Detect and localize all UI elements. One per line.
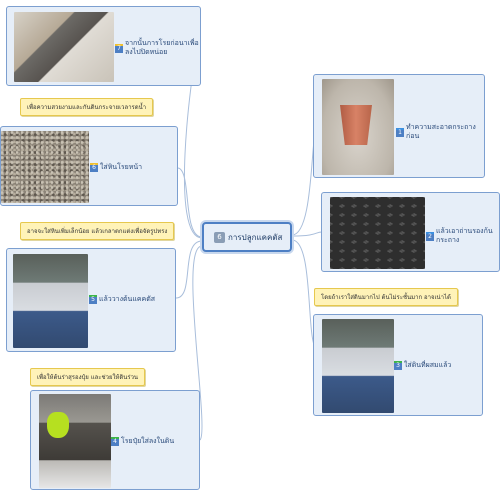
step-node-2[interactable]: 2 แล้วเอาถ่านรองก้นกระถาง: [321, 192, 500, 272]
step-node-1[interactable]: 1 ทำความสะอาดกระถางก่อน: [313, 74, 485, 178]
step-node-7[interactable]: 7 จากนั้นการโรยก่อนาเพื่อ ลงไปปิดหน่อย: [6, 6, 201, 86]
topic-label: การปลูกแคคตัส: [228, 232, 283, 242]
step-caption: 5 แล้ววางต้นแคคตัส: [89, 295, 175, 304]
step-label: จากนั้นการโรยก่อนาเพื่อ ลงไปปิดหน่อย: [125, 39, 199, 56]
step-number-badge: 4: [111, 437, 119, 446]
charcoal-photo: [330, 197, 425, 269]
step-label: แล้วเอาถ่านรองก้นกระถาง: [436, 227, 493, 244]
step-note: เพื่อให้ต้นร่าสุรองปุ๋ย และช่วยให้ดินร่ว…: [30, 368, 146, 386]
step-number-badge: 6: [90, 163, 98, 172]
step-number-badge: 1: [396, 127, 404, 137]
step-node-6[interactable]: 6 ใส่หินโรยหน้า: [0, 126, 178, 206]
topic-number: 6: [214, 231, 225, 243]
step-node-3[interactable]: 3 ใส่ดินที่ผสมแล้ว: [313, 314, 483, 416]
step-label: ใส่หินโรยหน้า: [100, 163, 143, 171]
green-can-photo: [39, 394, 111, 488]
step-node-4[interactable]: 4 โรยปุ๋ยใส่ลงในดิน: [30, 390, 200, 490]
step-number-badge: 2: [426, 231, 434, 241]
gravel-photo: [1, 131, 89, 203]
central-topic[interactable]: 6 การปลูกแคคตัส: [202, 222, 292, 252]
step-number-badge: 3: [394, 361, 402, 370]
step-caption: 3 ใส่ดินที่ผสมแล้ว: [394, 361, 482, 370]
step-caption: 1 ทำความสะอาดกระถางก่อน: [396, 123, 484, 141]
step-label: แล้ววางต้นแคคตัส: [99, 295, 156, 303]
step-note: เพื่อความสวยงามและกันดินกระจายเวลารดน้ำ: [20, 98, 154, 116]
step-node-5[interactable]: 5 แล้ววางต้นแคคตัส: [6, 248, 176, 352]
pink-pot-photo: [322, 79, 394, 175]
man-pouring-soil-photo: [322, 319, 394, 413]
step-note: โดยถ้าเราใส่ดินมากไป ต้นไม่ระชั้นมาก อาจ…: [314, 288, 458, 306]
man-planting-photo: [13, 254, 88, 348]
watering-can-icon: [47, 412, 69, 438]
hands-working-photo: [14, 12, 114, 82]
step-caption: 7 จากนั้นการโรยก่อนาเพื่อ ลงไปปิดหน่อย: [115, 39, 200, 57]
step-label: โรยปุ๋ยใส่ลงในดิน: [121, 437, 175, 445]
step-number-badge: 5: [89, 295, 97, 304]
step-note: อาจจะใส่หินเพิ่มเล็กน้อย แล้วเกลาตกแต่งเ…: [20, 222, 175, 240]
flower-pot-icon: [340, 105, 372, 145]
step-number-badge: 7: [115, 43, 123, 53]
step-caption: 6 ใส่หินโรยหน้า: [90, 163, 176, 172]
step-caption: 2 แล้วเอาถ่านรองก้นกระถาง: [426, 227, 500, 245]
step-label: ใส่ดินที่ผสมแล้ว: [404, 361, 452, 369]
step-caption: 4 โรยปุ๋ยใส่ลงในดิน: [111, 437, 199, 446]
step-label: ทำความสะอาดกระถางก่อน: [406, 123, 476, 140]
